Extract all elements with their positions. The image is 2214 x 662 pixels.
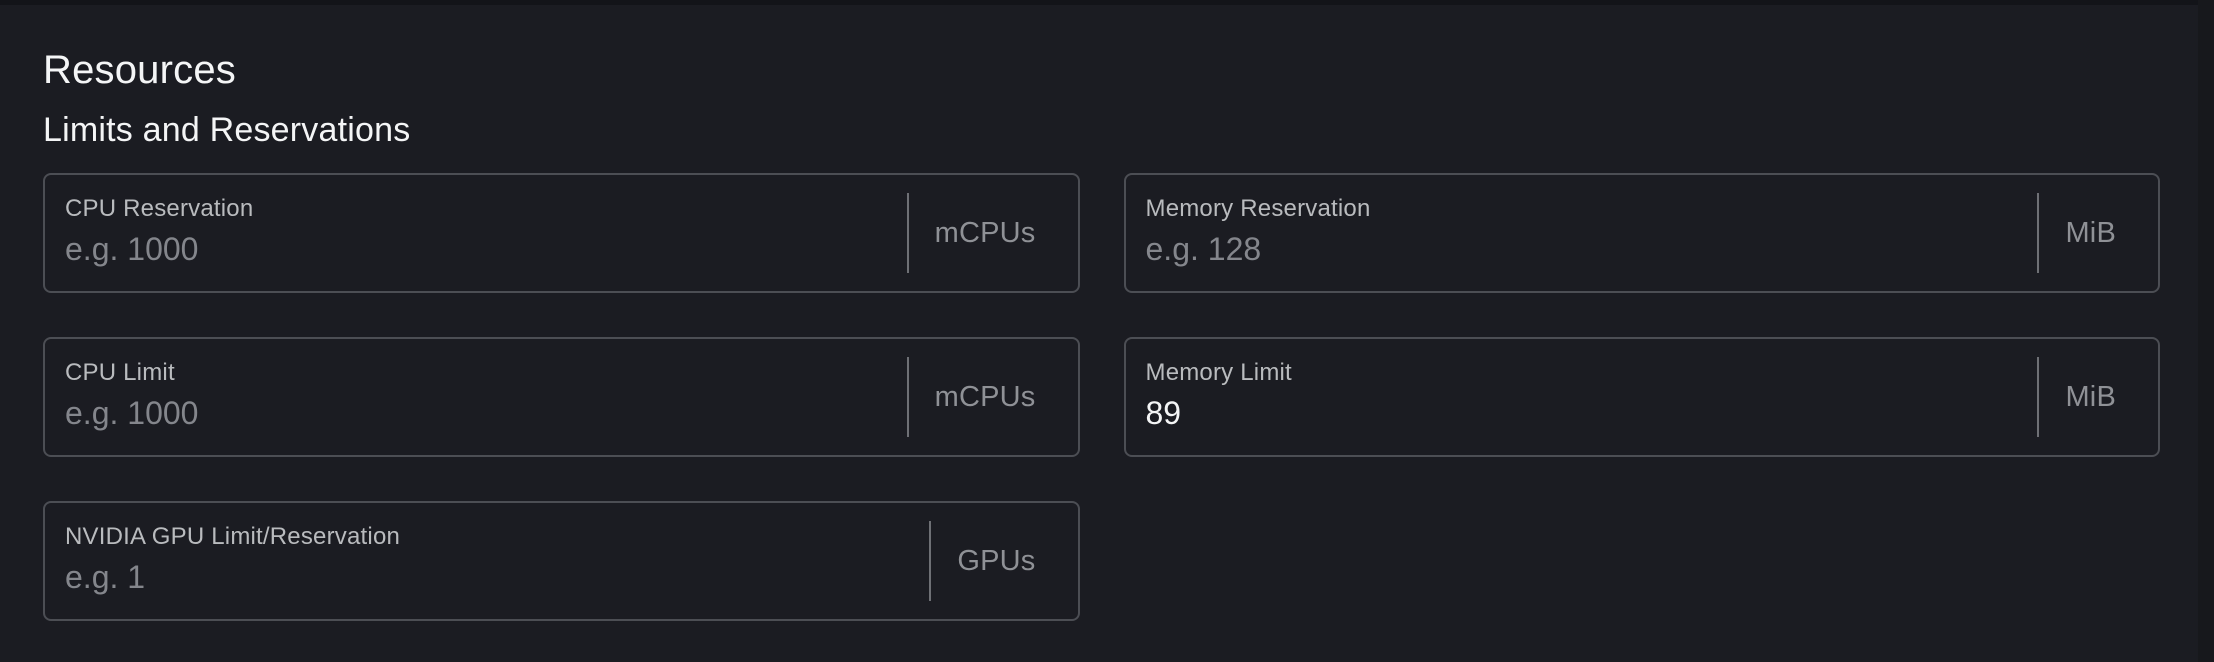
nvidia-gpu-input[interactable] — [65, 557, 920, 597]
cpu-limit-unit: mCPUs — [909, 339, 1078, 455]
memory-limit-input[interactable] — [1145, 393, 2028, 433]
field-main: CPU Limit — [45, 339, 907, 455]
field-nvidia-gpu-limit-reservation: NVIDIA GPU Limit/Reservation GPUs — [43, 501, 1080, 621]
cpu-limit-label: CPU Limit — [65, 359, 175, 386]
memory-reservation-input[interactable] — [1145, 229, 2028, 269]
unit-divider — [2037, 193, 2040, 273]
unit-label: GPUs — [957, 544, 1036, 577]
unit-divider — [906, 357, 909, 437]
section-title: Limits and Reservations — [43, 111, 411, 149]
unit-divider — [929, 521, 932, 601]
field-main: Memory Limit — [1126, 339, 2038, 455]
nvidia-gpu-unit: GPUs — [931, 503, 1077, 619]
field-main: NVIDIA GPU Limit/Reservation — [45, 503, 929, 619]
unit-label: mCPUs — [934, 380, 1036, 413]
unit-label: mCPUs — [934, 216, 1036, 249]
field-cpu-limit: CPU Limit mCPUs — [43, 337, 1080, 457]
memory-limit-unit: MiB — [2039, 339, 2158, 455]
unit-divider — [2037, 357, 2040, 437]
cpu-reservation-label: CPU Reservation — [65, 195, 254, 222]
unit-divider — [906, 193, 909, 273]
memory-limit-label: Memory Limit — [1145, 359, 1292, 386]
unit-label: MiB — [2065, 380, 2116, 413]
nvidia-gpu-label: NVIDIA GPU Limit/Reservation — [65, 523, 401, 550]
field-cpu-reservation: CPU Reservation mCPUs — [43, 173, 1080, 293]
field-main: CPU Reservation — [45, 175, 907, 291]
top-edge-strip — [0, 0, 2214, 5]
field-memory-limit: Memory Limit MiB — [1123, 337, 2160, 457]
memory-reservation-label: Memory Reservation — [1145, 195, 1371, 222]
cpu-reservation-input[interactable] — [65, 229, 897, 269]
page-title: Resources — [43, 48, 236, 92]
limits-reservations-grid: CPU Reservation mCPUs Memory Reservation… — [43, 173, 2160, 621]
cpu-limit-input[interactable] — [65, 393, 897, 433]
field-memory-reservation: Memory Reservation MiB — [1123, 173, 2160, 293]
resources-panel: Resources Limits and Reservations CPU Re… — [43, 0, 2160, 621]
scrollbar-gutter — [2198, 0, 2214, 662]
field-main: Memory Reservation — [1126, 175, 2038, 291]
cpu-reservation-unit: mCPUs — [909, 175, 1078, 291]
unit-label: MiB — [2065, 216, 2116, 249]
memory-reservation-unit: MiB — [2039, 175, 2158, 291]
